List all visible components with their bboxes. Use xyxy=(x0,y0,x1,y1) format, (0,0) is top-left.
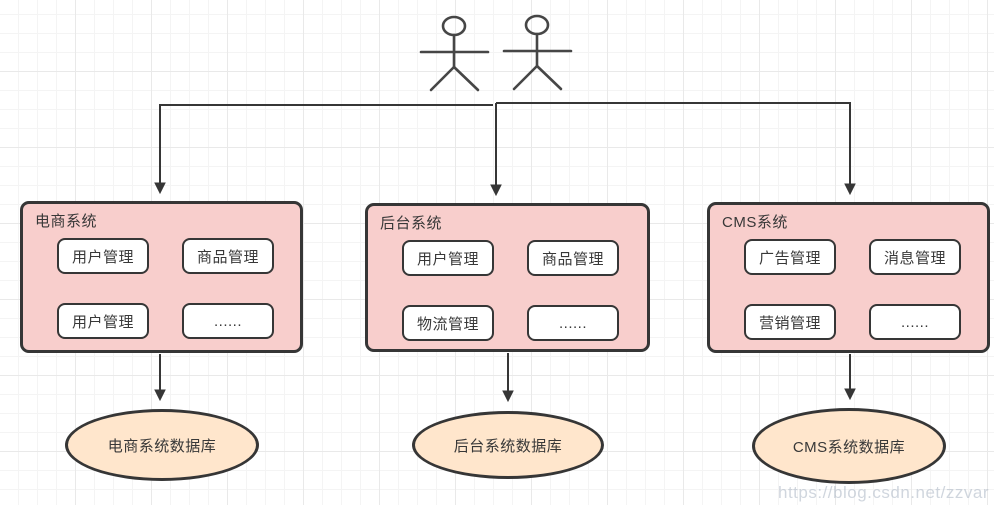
system-title: 后台系统 xyxy=(380,215,443,232)
system-title: CMS系统 xyxy=(722,214,788,231)
module-box: ...... xyxy=(869,304,961,340)
backend-database-ellipse: 后台系统数据库 xyxy=(412,411,604,479)
module-box: 营销管理 xyxy=(744,304,836,340)
module-box: 商品管理 xyxy=(527,240,619,276)
arrow-to-ecommerce-system xyxy=(154,104,493,195)
module-box: ...... xyxy=(527,305,619,341)
module-box: 消息管理 xyxy=(869,239,961,275)
ecommerce-system-box: 电商系统 用户管理 商品管理 用户管理 ...... xyxy=(20,201,303,353)
system-title: 电商系统 xyxy=(35,213,98,230)
user-actor-icon xyxy=(419,15,490,92)
arrow-to-cms-system xyxy=(496,102,856,196)
user-actor-icon xyxy=(502,14,573,91)
module-box: 用户管理 xyxy=(57,303,149,339)
cms-system-box: CMS系统 广告管理 消息管理 营销管理 ...... xyxy=(707,202,990,353)
backend-system-box: 后台系统 用户管理 商品管理 物流管理 ...... xyxy=(365,203,650,352)
ecommerce-database-ellipse: 电商系统数据库 xyxy=(65,409,259,481)
module-box: 商品管理 xyxy=(182,238,274,274)
module-box: 用户管理 xyxy=(402,240,494,276)
csdn-watermark: https://blog.csdn.net/zzvar xyxy=(778,483,989,502)
module-box: 物流管理 xyxy=(402,305,494,341)
module-box: 广告管理 xyxy=(744,239,836,275)
cms-database-ellipse: CMS系统数据库 xyxy=(752,408,946,484)
module-box: 用户管理 xyxy=(57,238,149,274)
module-box: ...... xyxy=(182,303,274,339)
